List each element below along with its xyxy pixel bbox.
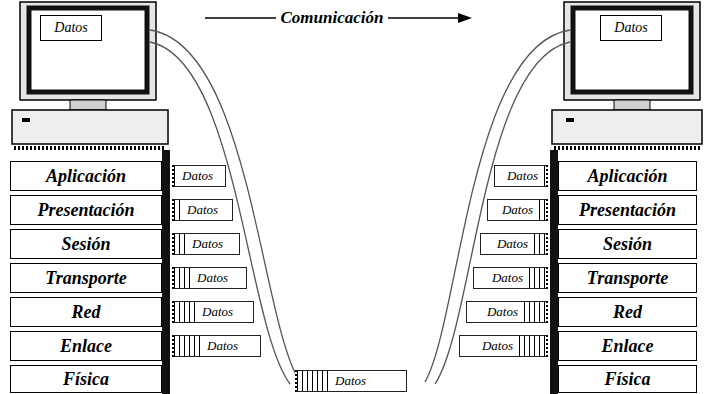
layer-box: Red xyxy=(558,297,697,327)
layer-name: Presentación xyxy=(579,200,676,221)
data-packet: Datos xyxy=(172,267,247,289)
monitor-stand xyxy=(614,100,650,110)
layer-box: Transporte xyxy=(558,263,697,293)
layer-name: Sesión xyxy=(603,234,652,255)
system-unit xyxy=(12,110,168,144)
data-packet: Datos xyxy=(473,267,548,289)
packet-text: Datos xyxy=(488,202,539,218)
header-stripes xyxy=(174,336,201,356)
data-packet: Datos xyxy=(172,165,226,187)
screen-data: Datos xyxy=(600,15,662,41)
layer-box: Física xyxy=(10,365,162,393)
layer-name: Transporte xyxy=(45,268,126,289)
header-stripes xyxy=(519,336,546,356)
header-stripes xyxy=(174,302,196,322)
layer-box: Aplicación xyxy=(558,161,697,191)
screen-text: Datos xyxy=(614,20,647,36)
stack-bar xyxy=(550,150,558,394)
data-packet: Datos xyxy=(172,335,261,357)
layer-name: Presentación xyxy=(38,200,135,221)
monitor-stand xyxy=(70,100,106,110)
layer-name: Red xyxy=(72,302,101,323)
packet-text: Datos xyxy=(196,304,253,320)
header-stripes xyxy=(524,302,546,322)
layer-name: Red xyxy=(613,302,642,323)
data-packet: Datos xyxy=(494,165,548,187)
packet-text: Datos xyxy=(460,338,519,354)
layer-name: Transporte xyxy=(587,268,668,289)
layer-box: Transporte xyxy=(10,263,162,293)
monitor-casing xyxy=(20,2,156,100)
layer-box: Sesión xyxy=(558,229,697,259)
layer-name: Física xyxy=(63,369,109,390)
data-packet: Datos xyxy=(466,301,548,323)
screen-data: Datos xyxy=(40,15,102,41)
cable xyxy=(150,30,300,382)
stack-bar xyxy=(162,150,170,394)
header-stripes xyxy=(534,234,546,254)
layer-name: Aplicación xyxy=(588,166,668,187)
header-stripes xyxy=(539,200,546,220)
arrow-label: Comunicación xyxy=(276,8,389,28)
header-stripes xyxy=(297,371,329,391)
layer-box: Sesión xyxy=(10,229,162,259)
layer-name: Aplicación xyxy=(46,166,126,187)
header-stripes xyxy=(174,268,191,288)
packet-text: Datos xyxy=(495,168,544,184)
cable xyxy=(435,42,570,384)
data-packet: Datos xyxy=(459,335,548,357)
layer-box: Red xyxy=(10,297,162,327)
keyboard-strip xyxy=(14,146,166,150)
data-packet: Datos xyxy=(480,233,548,255)
data-packet: Datos xyxy=(487,199,548,221)
keyboard-strip xyxy=(554,146,700,150)
header-stripes xyxy=(174,166,176,186)
packet-text: Datos xyxy=(474,270,529,286)
layer-box: Presentación xyxy=(10,195,162,225)
data-packet: Datos xyxy=(172,301,254,323)
packet-text: Datos xyxy=(181,202,232,218)
cable xyxy=(150,42,290,384)
layer-box: Enlace xyxy=(10,331,162,361)
data-packet: Datos xyxy=(172,199,233,221)
header-stripes xyxy=(174,200,181,220)
layer-name: Sesión xyxy=(61,234,110,255)
layer-box: Física xyxy=(558,365,697,393)
layer-name: Enlace xyxy=(60,336,112,357)
cable xyxy=(425,30,570,382)
layer-name: Física xyxy=(604,369,650,390)
layer-name: Enlace xyxy=(602,336,654,357)
data-packet: Datos xyxy=(172,233,240,255)
monitor-casing xyxy=(564,2,700,100)
layer-box: Presentación xyxy=(558,195,697,225)
power-light xyxy=(22,118,30,122)
packet-text: Datos xyxy=(481,236,534,252)
packet-text: Datos xyxy=(176,168,225,184)
header-stripes xyxy=(544,166,546,186)
header-stripes xyxy=(529,268,546,288)
monitor-screen xyxy=(29,8,147,92)
packet-text: Datos xyxy=(191,270,246,286)
system-unit xyxy=(552,110,702,144)
packet-text: Datos xyxy=(329,373,406,389)
layer-box: Enlace xyxy=(558,331,697,361)
packet-text: Datos xyxy=(201,338,260,354)
packet-text: Datos xyxy=(186,236,239,252)
packet-text: Datos xyxy=(467,304,524,320)
power-light xyxy=(566,118,574,122)
screen-text: Datos xyxy=(54,20,87,36)
layer-box: Aplicación xyxy=(10,161,162,191)
arrow-head xyxy=(458,13,472,23)
right-computer xyxy=(550,2,702,394)
data-packet: Datos xyxy=(295,370,407,392)
header-stripes xyxy=(174,234,186,254)
monitor-screen xyxy=(573,8,691,92)
